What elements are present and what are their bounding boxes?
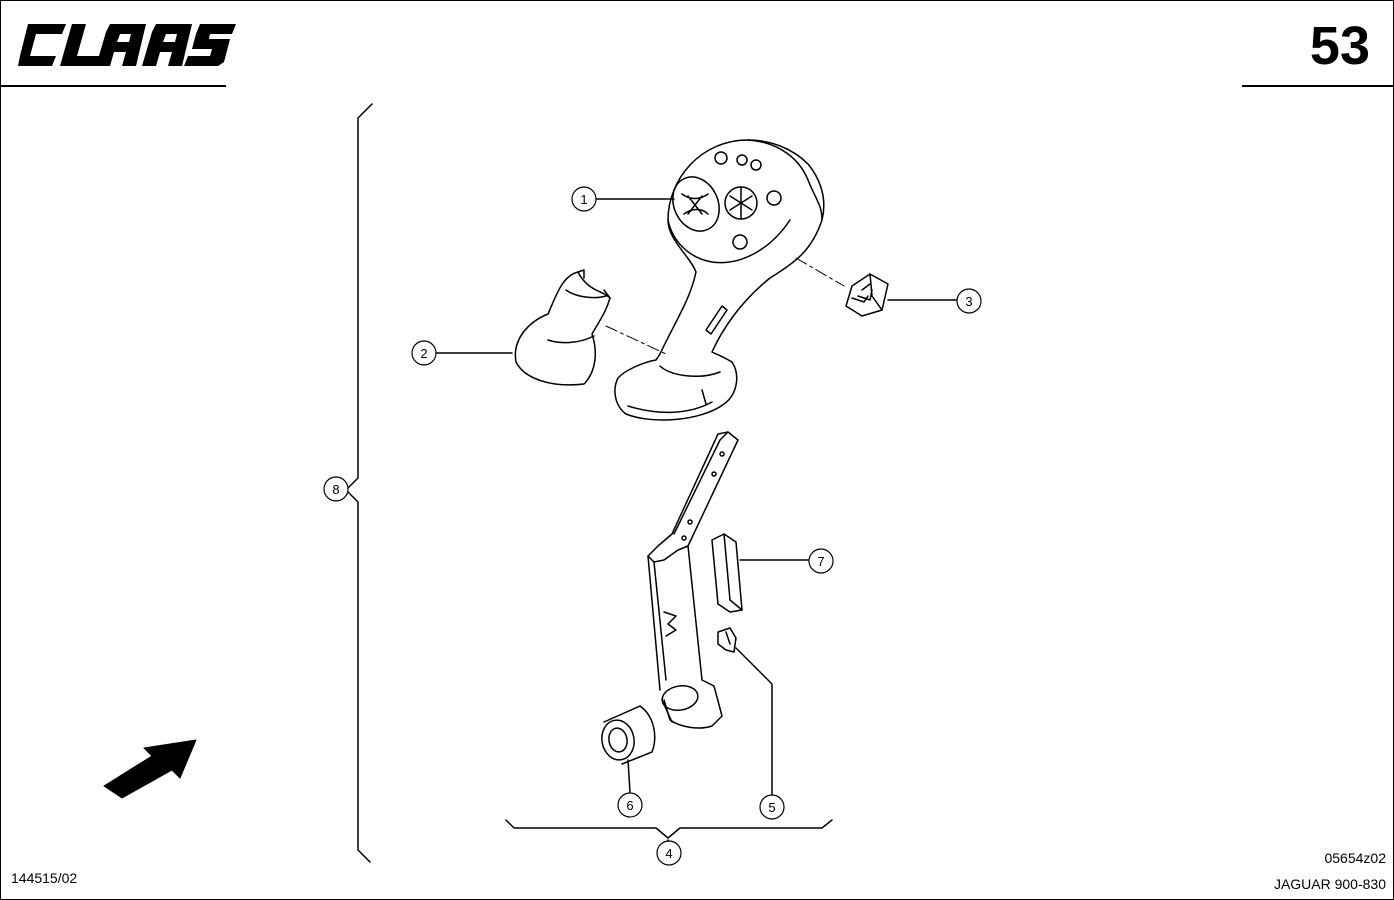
callout-3: 3 — [956, 288, 982, 314]
callout-4: 4 — [656, 840, 682, 866]
bushing — [601, 705, 656, 765]
callout-8-label: 8 — [332, 482, 339, 497]
callout-4-label: 4 — [665, 846, 672, 861]
assembly-bracket — [345, 103, 373, 863]
drawing-code: 05654z02 — [1324, 850, 1386, 866]
axis-boot — [605, 325, 667, 355]
claas-logo — [18, 24, 236, 66]
callout-2: 2 — [411, 340, 437, 366]
callout-6-label: 6 — [626, 798, 633, 813]
callout-1-label: 1 — [580, 192, 587, 207]
callout-7: 7 — [808, 548, 834, 574]
callout-8: 8 — [323, 476, 349, 502]
leader-6 — [627, 759, 631, 793]
axis-connector — [795, 257, 845, 287]
cover-plate — [711, 533, 743, 613]
header-rule-right — [1242, 85, 1394, 87]
connector — [845, 273, 889, 317]
leader-5 — [735, 647, 773, 795]
callout-2-label: 2 — [420, 346, 427, 361]
callout-7-label: 7 — [817, 554, 824, 569]
direction-arrow-icon — [103, 739, 197, 799]
callout-6: 6 — [617, 792, 643, 818]
model-name: JAGUAR 900-830 — [1273, 876, 1386, 892]
lever-arm — [647, 431, 739, 729]
callout-5-label: 5 — [768, 800, 775, 815]
clip — [717, 627, 737, 653]
joystick-grip — [614, 139, 825, 421]
rubber-boot — [514, 269, 611, 386]
lever-bracket — [505, 819, 833, 839]
callout-5: 5 — [759, 794, 785, 820]
catalog-code: 144515/02 — [11, 870, 78, 886]
callout-3-label: 3 — [965, 294, 972, 309]
page-number: 53 — [1309, 16, 1370, 76]
callout-1: 1 — [571, 186, 597, 212]
header-rule-left — [0, 85, 226, 87]
